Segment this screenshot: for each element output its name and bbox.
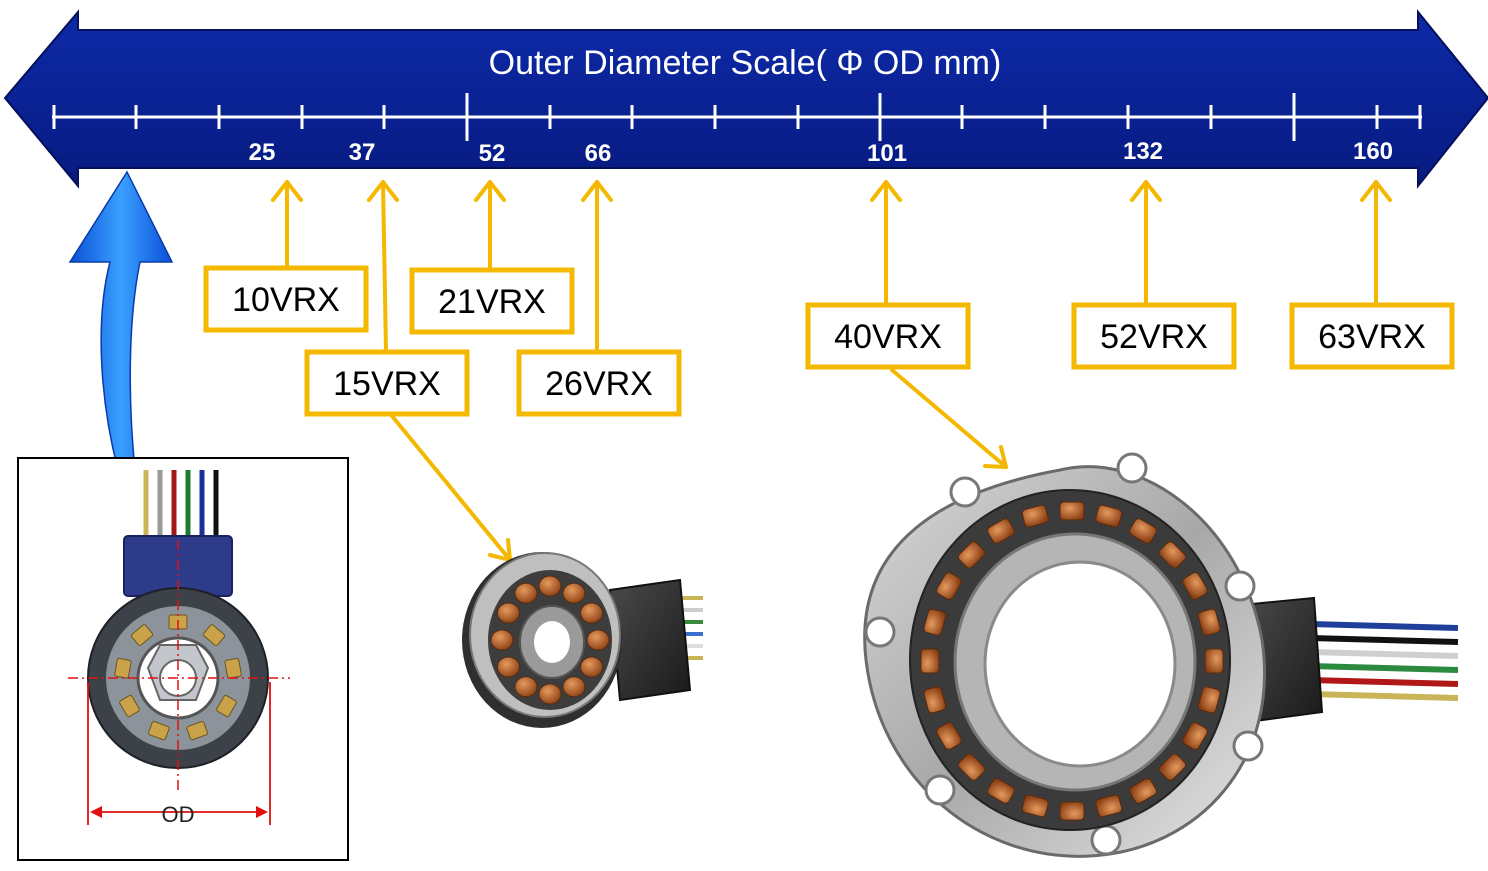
- arrow-63vrx: [1360, 180, 1392, 306]
- scale-value-160: 160: [1353, 138, 1393, 165]
- photo-15vrx-coil: [580, 602, 604, 624]
- drawing-coil: [202, 624, 226, 646]
- label-21vrx: 21VRX: [409, 267, 575, 335]
- photo-40vrx-coil: [987, 778, 1015, 804]
- model-labels: 10VRX 15VRX 21VRX 26VRX 40VRX 52VRX 63VR…: [203, 265, 1455, 417]
- scale-value-132: 132: [1123, 138, 1163, 165]
- scale-banner: Outer Diameter Scale( Φ OD mm) 25 37 52 …: [3, 9, 1488, 189]
- arrow-21vrx: [474, 180, 506, 270]
- drawing-coil: [216, 694, 237, 718]
- label-40vrx-text: 40VRX: [834, 318, 942, 356]
- callout-arrows: [271, 180, 1392, 562]
- arrow-26vrx: [581, 180, 613, 354]
- drawing-wires: [143, 470, 219, 540]
- scale-value-101: 101: [867, 140, 907, 167]
- photo-40vrx-coil: [1059, 501, 1085, 521]
- arrow-10vrx: [271, 180, 303, 270]
- photo-15vrx-coil: [562, 582, 586, 604]
- scale-value-25: 25: [249, 139, 276, 166]
- photo-40vrx-wires: [1309, 621, 1459, 701]
- photo-15vrx-coil: [496, 602, 520, 624]
- photo-15vrx-coil: [496, 656, 520, 678]
- photo-40vrx-coil: [1182, 572, 1208, 600]
- photo-40vrx-coil: [1021, 794, 1049, 818]
- drawing-coils: [114, 614, 242, 741]
- photo-40vrx-coil: [923, 686, 947, 714]
- photo-15vrx-coil: [562, 676, 586, 698]
- od-drawing-box: OD: [17, 457, 349, 861]
- photo-40vrx-coils: [920, 501, 1224, 821]
- label-52vrx-text: 52VRX: [1100, 318, 1208, 356]
- photo-40vrx-coil: [1158, 541, 1187, 569]
- arrow-40vrx-to-photo: [890, 368, 1008, 469]
- photo-40vrx-mount-holes: [864, 452, 1264, 856]
- drawing-coil: [130, 624, 154, 646]
- label-15vrx-text: 15VRX: [333, 365, 441, 403]
- photo-40vrx-coil: [1059, 801, 1085, 821]
- drawing-coil: [186, 721, 208, 741]
- photo-40vrx-coil: [1204, 648, 1224, 674]
- photo-40vrx-coil: [1158, 753, 1187, 781]
- arrow-40vrx: [870, 180, 902, 306]
- od-dimension: [87, 682, 271, 825]
- drawing-coil: [224, 658, 242, 679]
- photo-15vrx-coil: [580, 656, 604, 678]
- scale-value-37: 37: [349, 139, 376, 166]
- label-40vrx: 40VRX: [805, 302, 971, 370]
- arrow-15vrx-to-photo: [390, 414, 512, 562]
- arrow-52vrx: [1130, 180, 1162, 306]
- label-52vrx: 52VRX: [1071, 302, 1237, 370]
- photo-40vrx-coil: [1095, 504, 1123, 528]
- photo-15vrx-coil: [538, 575, 562, 597]
- scale-value-66: 66: [585, 140, 612, 167]
- photo-40vrx-coil: [957, 541, 986, 569]
- label-26vrx-text: 26VRX: [545, 365, 653, 403]
- label-63vrx-text: 63VRX: [1318, 318, 1426, 356]
- photo-40vrx-coil: [923, 608, 947, 636]
- photo-40vrx-coil: [957, 753, 986, 781]
- label-21vrx-text: 21VRX: [438, 283, 546, 321]
- blue-curved-arrow: [68, 170, 174, 471]
- photo-40vrx-coil: [1182, 722, 1208, 750]
- photo-40vrx-coil: [987, 518, 1015, 544]
- label-26vrx: 26VRX: [516, 349, 682, 417]
- photo-40vrx-coil: [1129, 518, 1157, 544]
- photo-15vrx-stator: [462, 552, 703, 728]
- photo-40vrx-coil: [1129, 778, 1157, 804]
- photo-40vrx-coil: [1197, 686, 1221, 714]
- scale-ticks: [52, 93, 1422, 141]
- photo-15vrx-coil: [514, 676, 538, 698]
- scale-value-52: 52: [479, 140, 506, 167]
- scale-banner-shape: [3, 9, 1488, 189]
- photo-15vrx-coil: [586, 629, 610, 651]
- photo-15vrx-coil: [514, 582, 538, 604]
- photo-15vrx-coil: [538, 683, 562, 705]
- photo-40vrx-coil: [1197, 608, 1221, 636]
- photo-15vrx-coil: [490, 629, 514, 651]
- photo-40vrx-stator: [863, 452, 1459, 858]
- label-10vrx: 10VRX: [203, 265, 369, 333]
- label-10vrx-text: 10VRX: [232, 281, 340, 319]
- photo-40vrx-coil: [936, 722, 962, 750]
- drawing-coil: [148, 721, 170, 741]
- label-63vrx: 63VRX: [1289, 302, 1455, 370]
- scale-title: Outer Diameter Scale( Φ OD mm): [489, 44, 1002, 82]
- drawing-coil: [114, 658, 132, 679]
- photo-40vrx-coil: [920, 648, 940, 674]
- photo-40vrx-coil: [1021, 504, 1049, 528]
- drawing-coil: [119, 694, 140, 718]
- arrow-15vrx: [367, 180, 399, 354]
- photo-40vrx-coil: [936, 572, 962, 600]
- photo-40vrx-coil: [1095, 794, 1123, 818]
- label-15vrx: 15VRX: [304, 349, 470, 417]
- photo-15vrx-coils: [490, 575, 610, 705]
- od-label: OD: [162, 802, 195, 827]
